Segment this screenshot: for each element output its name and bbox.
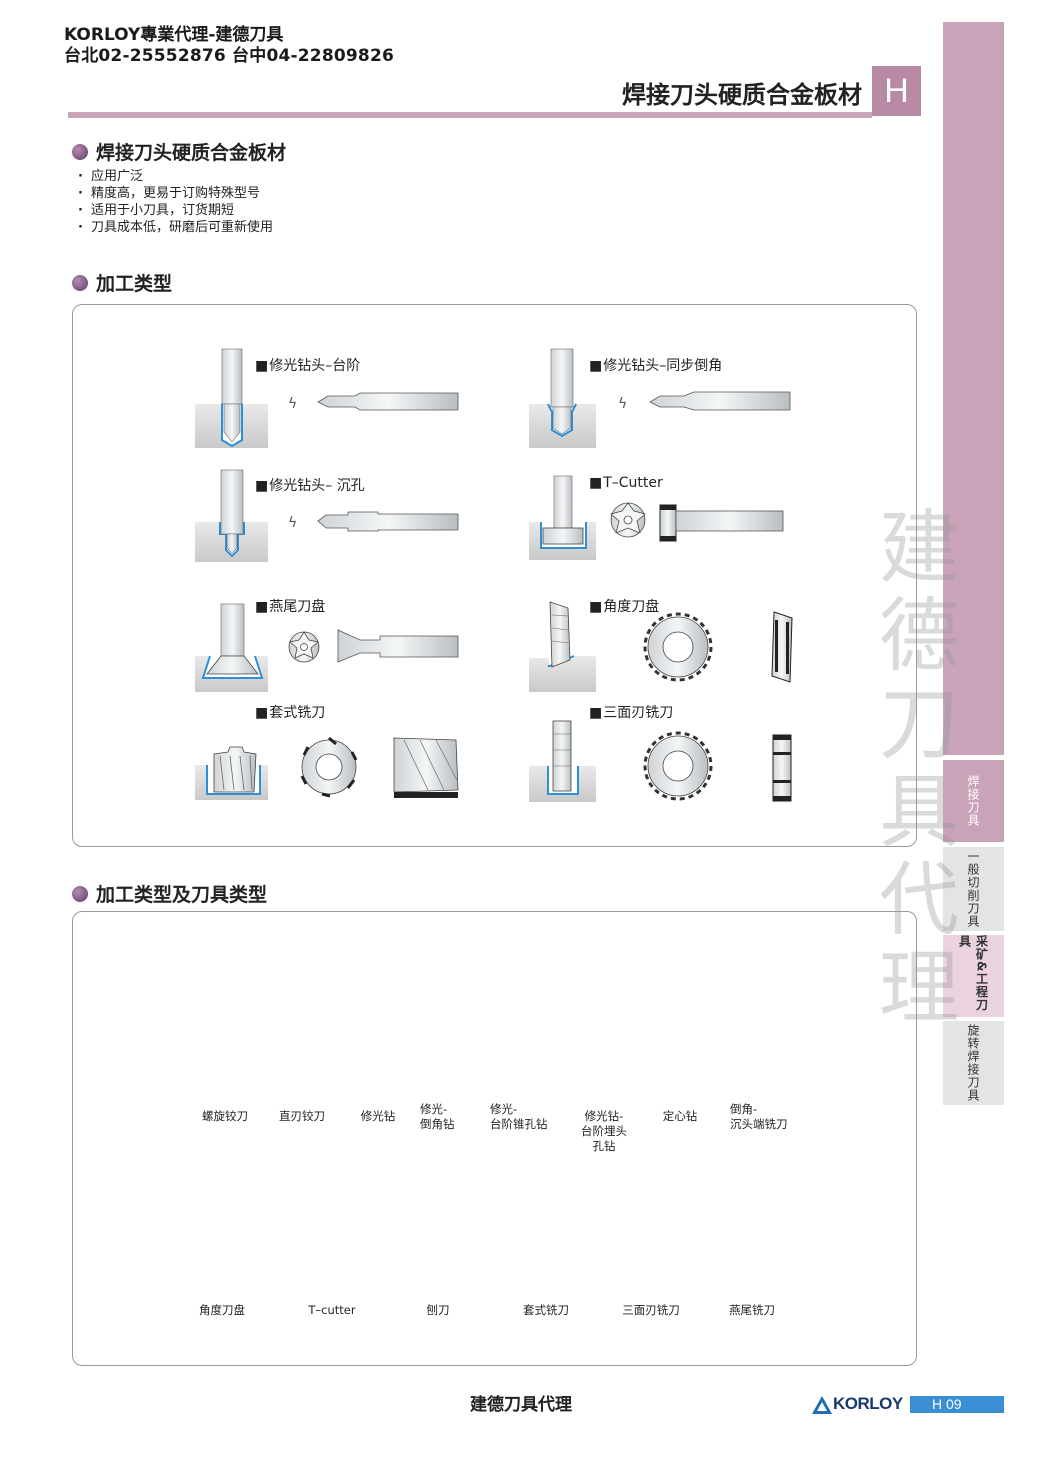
counterbore-workpiece (195, 469, 268, 562)
chamfer-drill-workpiece (529, 348, 596, 448)
sidebar-tab-mining-tools[interactable]: 采矿&工程刀具 (943, 935, 1004, 1017)
label-counterbore-drill: 修光钻头– 沉孔 (255, 475, 364, 495)
label-side-mill: 三面刃铣刀 (589, 702, 673, 722)
t-cutter-face (610, 502, 646, 538)
feature-list: 应用广泛 精度高，更易于订购特殊型号 适用于小刀具，订货期短 刀具成本低，研磨后… (78, 168, 273, 236)
footer-agent-text: 建德刀具代理 (470, 1395, 572, 1415)
korloy-logo-icon (812, 1396, 832, 1414)
section-heading-machining-types: 加工类型 (72, 269, 172, 296)
section-heading-tool-types: 加工类型及刀具类型 (72, 880, 267, 907)
section-heading-text: 焊接刀头硬质合金板材 (96, 142, 287, 164)
label-dovetail-cutter: 燕尾刀盘 (255, 596, 325, 616)
bullet-dot-icon (72, 885, 88, 902)
section-letter-badge: H (872, 66, 921, 116)
section-heading-text: 加工类型及刀具类型 (96, 884, 268, 906)
tool-types-panel (72, 911, 917, 1366)
caption-planer: 刨刀 (426, 1303, 450, 1317)
break-symbol-icon: ϟ (288, 396, 297, 412)
sidebar-tab-rotary-brazed[interactable]: 旋转焊接刀具 (943, 1021, 1004, 1105)
t-cutter-workpiece (529, 475, 596, 560)
sidebar-tab-general-cutting[interactable]: 一般切削刀具 (943, 847, 1004, 931)
side-mill-workpiece (529, 720, 596, 802)
brand-name: KORLOY (833, 1394, 903, 1413)
caption-t-cutter: T–cutter (308, 1303, 356, 1317)
feature-item: 适用于小刀具，订货期短 (78, 202, 273, 219)
shell-mill-workpiece (195, 746, 268, 800)
section-heading-text: 加工类型 (96, 273, 173, 295)
caption-spiral-reamer: 螺旋铰刀 (202, 1109, 248, 1123)
t-cutter-side (659, 504, 784, 542)
dovetail-workpiece (195, 603, 268, 692)
label-t-cutter: T–Cutter (589, 475, 663, 491)
side-mill-side (772, 734, 792, 802)
counterbore-side (317, 511, 459, 532)
phone-line: 台北02-25552876 台中04-22809826 (64, 46, 395, 66)
caption-side-mill: 三面刃铣刀 (622, 1303, 680, 1317)
title-underline (68, 112, 872, 118)
dovetail-side (337, 629, 459, 663)
korloy-logo: KORLOY (830, 1394, 903, 1414)
watermark-text: 建德刀具代理 (866, 505, 959, 1033)
caption-chamfer-finishing-drill: 修光- 倒角钻 (420, 1102, 455, 1131)
bullet-dot-icon (72, 274, 88, 291)
agent-line: KORLOY專業代理-建德刀具 (64, 25, 284, 45)
angle-cutter-workpiece (529, 601, 596, 692)
shell-mill-face (300, 736, 358, 798)
caption-straight-reamer: 直刃铰刀 (279, 1109, 325, 1123)
angle-cutter-face (643, 612, 713, 682)
side-mill-face (643, 731, 713, 801)
label-chamfer-drill: 修光钻头–同步倒角 (589, 355, 722, 375)
caption-finishing-drill: 修光钻 (360, 1109, 396, 1123)
break-symbol-icon: ϟ (288, 515, 297, 531)
caption-dovetail-mill: 燕尾铣刀 (729, 1303, 775, 1317)
feature-item: 应用广泛 (78, 168, 273, 185)
sidebar-bar (943, 22, 1004, 755)
dovetail-face (288, 631, 320, 663)
break-symbol-icon: ϟ (618, 396, 627, 412)
step-drill-workpiece (195, 348, 268, 448)
angle-cutter-side (771, 611, 793, 683)
page-number-badge: H 09 (910, 1396, 1004, 1413)
feature-item: 刀具成本低，研磨后可重新使用 (78, 219, 273, 236)
section-heading-plates: 焊接刀头硬质合金板材 (72, 138, 286, 165)
caption-shell-mill: 套式铣刀 (523, 1303, 569, 1317)
sidebar-tab-brazed-tools[interactable]: 焊接刀具 (943, 760, 1004, 842)
shell-mill-side (393, 737, 459, 798)
step-drill-side (317, 392, 459, 411)
feature-item: 精度高，更易于订购特殊型号 (78, 185, 273, 202)
chamfer-drill-side (649, 391, 791, 411)
label-shell-mill: 套式铣刀 (255, 702, 325, 722)
label-angle-cutter: 角度刀盘 (589, 596, 659, 616)
caption-center-drill: 定心钻 (662, 1109, 698, 1123)
caption-step-countersink-drill: 修光钻- 台阶埋头 孔钻 (581, 1109, 627, 1153)
page-title: 焊接刀头硬质合金板材 (622, 81, 862, 109)
caption-chamfer-end-mill: 倒角- 沉头端铣刀 (730, 1102, 788, 1131)
caption-angle-cutter: 角度刀盘 (199, 1303, 245, 1317)
bullet-dot-icon (72, 143, 88, 160)
caption-step-taper-drill: 修光- 台阶锥孔钻 (490, 1102, 548, 1131)
label-step-drill: 修光钻头–台阶 (255, 355, 360, 375)
